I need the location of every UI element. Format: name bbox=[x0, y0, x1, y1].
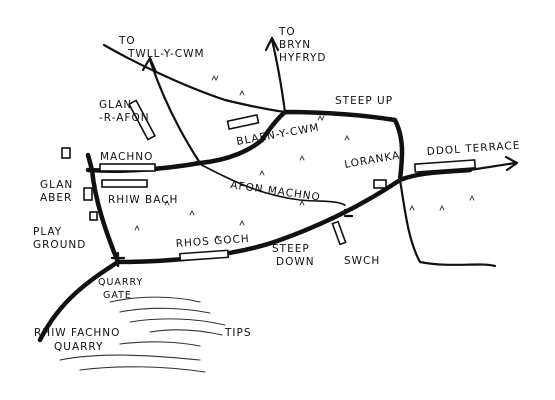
label-to-bryn: TO bbox=[278, 26, 296, 38]
ddol-arrow bbox=[468, 155, 519, 172]
label-steep: STEEP bbox=[272, 243, 310, 255]
lane-to-bryn-hyfryd bbox=[270, 38, 287, 114]
label-ground: GROUND bbox=[33, 239, 86, 251]
rhiw-bach-terrace bbox=[101, 179, 148, 188]
swch-house bbox=[331, 220, 347, 246]
label-twll-y-cwm: TWLL-Y-CWM bbox=[127, 48, 205, 60]
label-machno: MACHNO bbox=[100, 151, 153, 163]
afon-machno-river bbox=[195, 161, 346, 206]
quarry-tips-scribbles bbox=[59, 296, 226, 373]
label-swch: SWCH bbox=[344, 255, 380, 267]
glan-aber-church bbox=[61, 147, 71, 159]
label-tips: TIPS bbox=[224, 327, 252, 339]
label-play: PLAY bbox=[33, 226, 62, 238]
lane-swch bbox=[398, 178, 497, 268]
main-road bbox=[37, 167, 473, 343]
bridge-mark bbox=[343, 208, 354, 218]
label-to-twll: TO bbox=[118, 35, 136, 47]
lane-upper-left bbox=[102, 43, 287, 114]
label-quarry-gate-2: GATE bbox=[103, 290, 132, 301]
label-rhiw-fachno: RHIW FACHNO bbox=[34, 327, 120, 339]
label-glan-aber-2: ABER bbox=[40, 192, 72, 204]
grass-tufts bbox=[134, 74, 475, 241]
machno-terrace bbox=[99, 163, 156, 172]
label-loranka: LORANKA bbox=[343, 149, 401, 171]
label-quarry-gate-1: QUARRY bbox=[98, 277, 143, 288]
label-rhiw-bach: RHIW BACH bbox=[108, 194, 178, 206]
label-glan: GLAN bbox=[99, 99, 132, 111]
blaen-y-cwm-terrace bbox=[226, 114, 260, 130]
label-rhos-goch: RHOS GOCH bbox=[175, 233, 250, 250]
glan-aber-house bbox=[83, 187, 93, 201]
label-glan-aber-1: GLAN bbox=[40, 179, 73, 191]
label-afon-machno: AFON MACHNO bbox=[230, 179, 322, 204]
gate-mark bbox=[110, 251, 126, 268]
label-rhiw-fachno-quarry: QUARRY bbox=[54, 341, 103, 353]
label-ddol-terrace: DDOL TERRACE bbox=[426, 139, 520, 158]
label-bryn: BRYN bbox=[279, 39, 311, 51]
loranka-house bbox=[373, 179, 387, 189]
steep-up-road bbox=[259, 109, 405, 183]
lane-to-bryn-arrow bbox=[264, 36, 280, 52]
label-steep-up: STEEP UP bbox=[335, 95, 393, 107]
play-ground-hut bbox=[89, 211, 98, 221]
label-hyfryd: HYFRYD bbox=[279, 52, 326, 64]
ddol-terrace-row bbox=[413, 159, 477, 173]
glan-r-afon-terrace bbox=[127, 99, 157, 141]
rhos-goch-terrace bbox=[178, 249, 230, 262]
label-r-afon: -R-AFON bbox=[99, 112, 150, 124]
lane-to-twll-y-cwm bbox=[148, 58, 202, 165]
label-down: DOWN bbox=[276, 256, 315, 268]
